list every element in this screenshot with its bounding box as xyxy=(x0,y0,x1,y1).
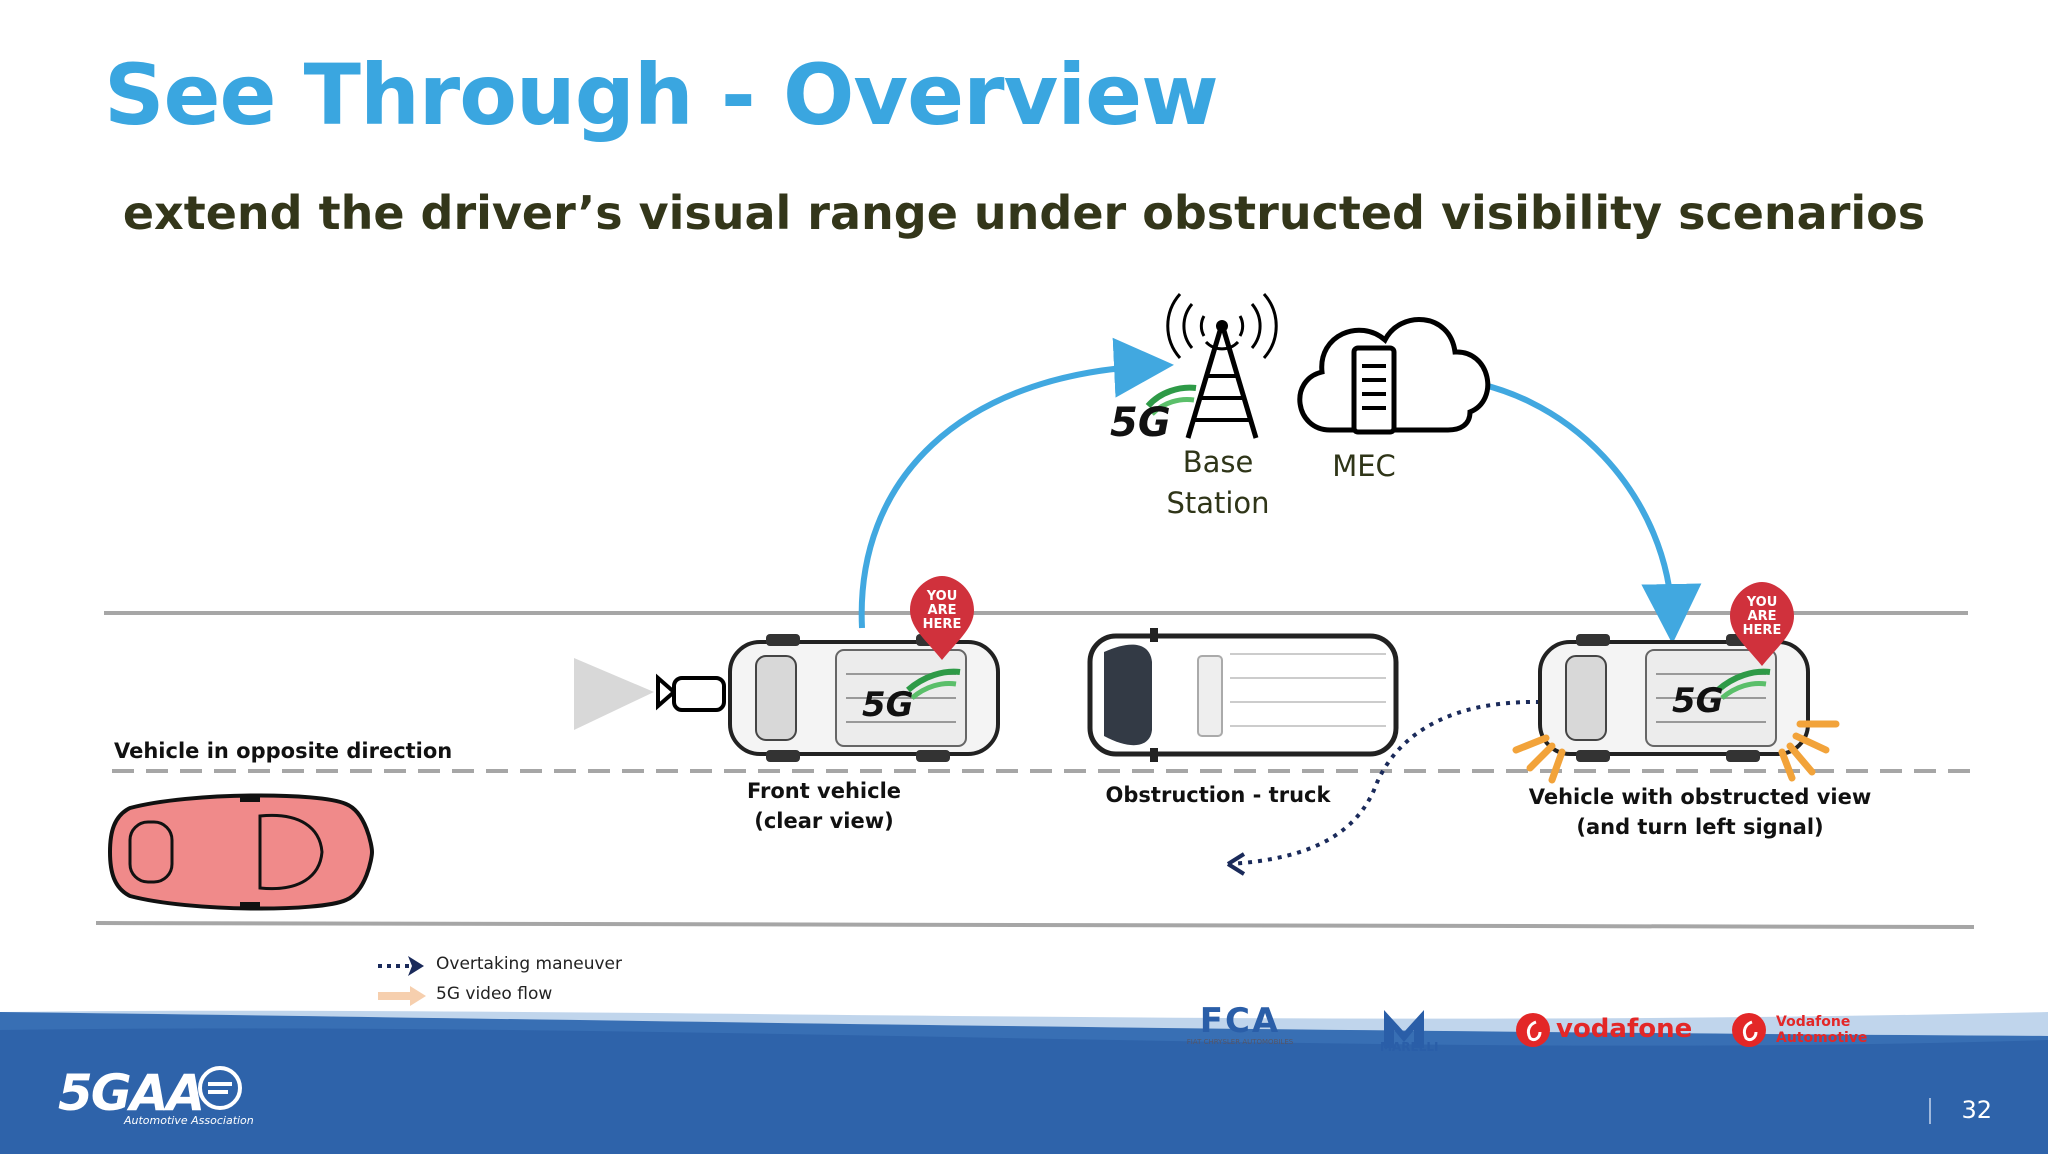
legend-overtaking-swatch xyxy=(378,956,424,976)
marelli-logo-text: MARELLI xyxy=(1380,1040,1439,1054)
obstructed-vehicle-5g: 5G xyxy=(1672,681,1724,721)
vodafone-automotive-line2: Automotive xyxy=(1776,1030,1868,1046)
you-are-here-pin-obstructed xyxy=(1730,582,1794,666)
mec-label: MEC xyxy=(1332,449,1396,483)
camera-icon xyxy=(656,673,726,712)
front-vehicle-label-line2: (clear view) xyxy=(754,809,894,833)
front-vehicle-label: Front vehicle (clear view) xyxy=(724,776,924,836)
obstruction-label: Obstruction - truck xyxy=(1105,783,1331,807)
pin-front-line1: YOU xyxy=(926,589,958,604)
footer-band xyxy=(0,1012,2048,1154)
road-bottom-line xyxy=(95,921,1975,929)
legend-video-flow-swatch xyxy=(378,986,426,1006)
fiveg-wave-icon xyxy=(1145,384,1197,416)
fivegaa-logo-icon xyxy=(198,1066,242,1110)
legend-video-flow-label: 5G video flow xyxy=(436,984,553,1004)
base-station-label-line1: Base xyxy=(1182,445,1254,479)
front-vehicle-5g: 5G xyxy=(862,685,914,725)
fca-logo-text: FCA xyxy=(1199,1001,1281,1041)
obstructed-vehicle-label: Vehicle with obstructed view (and turn l… xyxy=(1528,782,1872,842)
you-are-here-pin-front xyxy=(910,576,974,660)
mec-cloud-icon xyxy=(1297,317,1491,435)
opposite-vehicle-label: Vehicle in opposite direction xyxy=(114,739,453,763)
obstructed-vehicle xyxy=(1538,634,1810,762)
opposite-vehicle xyxy=(107,793,375,911)
vodafone-logo-icon xyxy=(1516,1013,1550,1047)
uplink-arrow xyxy=(858,337,1174,629)
turn-signal-icon xyxy=(1512,720,1840,784)
pin-obstructed-line1: YOU xyxy=(1746,595,1778,610)
pin-front-line2: ARE xyxy=(928,603,957,618)
camera-view-cone xyxy=(574,658,654,730)
front-vehicle-label-line1: Front vehicle xyxy=(746,779,902,803)
base-station-label-line2: Station xyxy=(1166,486,1270,520)
fiveg-tower-text: 5G xyxy=(1110,400,1171,446)
truck-obstruction xyxy=(1087,628,1399,762)
slide-title: See Through - Overview xyxy=(104,46,1219,144)
slide-subtitle: extend the driver’s visual range under o… xyxy=(122,186,1926,240)
vodafone-automotive-line1: Vodafone xyxy=(1776,1014,1851,1030)
base-station-label: Base Station xyxy=(1148,442,1288,524)
obstructed-vehicle-label-line2: (and turn left signal) xyxy=(1576,815,1824,839)
marelli-logo-icon xyxy=(1384,1010,1424,1048)
fca-logo: FCA FIAT CHRYSLER AUTOMOBILES xyxy=(1182,1004,1298,1046)
antenna-tower-icon xyxy=(1166,293,1278,439)
downlink-arrow xyxy=(1437,375,1702,644)
overtaking-path xyxy=(1229,699,1541,866)
fivegaa-logo-subtext: Automotive Association xyxy=(124,1114,254,1127)
vodafone-logo-text: vodafone xyxy=(1556,1014,1693,1044)
vodafone-automotive-logo-text: Vodafone Automotive xyxy=(1776,1014,1867,1046)
legend-overtaking-label: Overtaking maneuver xyxy=(436,954,623,974)
vodafone-automotive-logo-icon xyxy=(1732,1013,1766,1047)
pin-obstructed-line3: HERE xyxy=(1743,623,1782,638)
fca-logo-subtext: FIAT CHRYSLER AUTOMOBILES xyxy=(1186,1038,1294,1046)
pin-front-line3: HERE xyxy=(923,617,962,632)
fivegaa-logo-text: 5GAA xyxy=(58,1064,205,1122)
overtaking-arrowhead xyxy=(1226,852,1246,876)
pin-obstructed-line2: ARE xyxy=(1748,609,1777,624)
page-number: 32 xyxy=(1961,1096,1992,1124)
obstructed-vehicle-label-line1: Vehicle with obstructed view xyxy=(1528,785,1872,809)
